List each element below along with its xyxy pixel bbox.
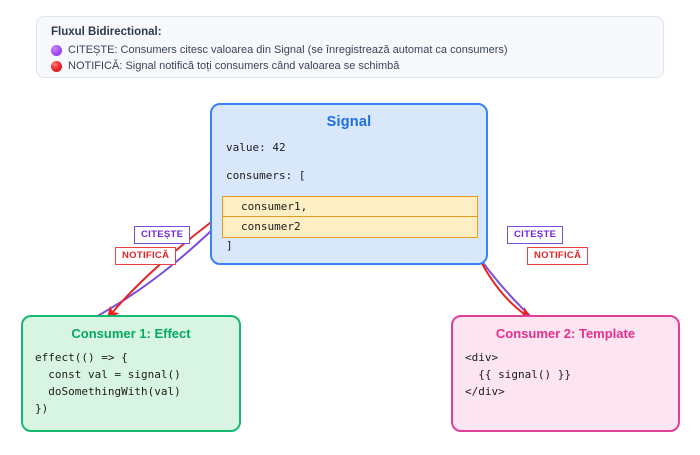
signal-close-bracket: ] (226, 239, 233, 252)
legend-title: Fluxul Bidirectional: (51, 26, 162, 38)
consumer1-title: Consumer 1: Effect (71, 326, 191, 341)
red-circle-icon (51, 61, 62, 72)
code-spacer (226, 155, 486, 168)
legend-item-read-label: CITEȘTE: Consumers citesc valoarea din S… (68, 44, 508, 56)
consumer2-template-box: Consumer 2: Template <div> {{ signal() }… (451, 315, 680, 432)
legend-panel: Fluxul Bidirectional: CITEȘTE: Consumers… (36, 16, 664, 78)
signal-value-line: value: 42 (226, 141, 286, 154)
signal-consumers-line: consumers: [ (226, 169, 306, 182)
legend-item-notify-label: NOTIFICĂ: Signal notifică toți consumers… (68, 60, 400, 72)
badge-right-notify: NOTIFICĂ (527, 247, 589, 265)
consumer2-code-line-1: <div> (465, 351, 499, 364)
consumer1-code-line-3: doSomethingWith(val) (35, 385, 181, 398)
legend-item-read: CITEȘTE: Consumers citesc valoarea din S… (51, 43, 649, 58)
consumer1-effect-box: Consumer 1: Effect effect(() => { const … (21, 315, 241, 432)
consumer2-code: <div> {{ signal() }} </div> (453, 349, 678, 400)
consumer2-title: Consumer 2: Template (495, 326, 636, 341)
consumer-highlight-list: consumer1, consumer2 (222, 196, 478, 238)
consumer1-code-line-2: const val = signal() (35, 368, 181, 381)
consumer2-code-line-3: </div> (465, 385, 505, 398)
consumer-entry-2: consumer2 (222, 217, 478, 238)
badge-left-read: CITEȘTE (134, 226, 191, 244)
signal-code: value: 42 consumers: [ (212, 140, 486, 183)
consumer1-code-line-1: effect(() => { (35, 351, 128, 364)
signal-box: Signal value: 42 consumers: [ consumer1,… (210, 103, 488, 265)
consumer1-code-line-4: }) (35, 402, 49, 415)
consumer2-code-line-2: {{ signal() }} (465, 368, 571, 381)
signal-title: Signal (326, 114, 372, 130)
legend-item-notify: NOTIFICĂ: Signal notifică toți consumers… (51, 59, 649, 74)
badge-right-read: CITEȘTE (507, 226, 564, 244)
consumer-entry-1: consumer1, (222, 196, 478, 217)
purple-circle-icon (51, 45, 62, 56)
badge-left-notify: NOTIFICĂ (115, 247, 177, 265)
consumer1-code: effect(() => { const val = signal() doSo… (23, 349, 239, 417)
